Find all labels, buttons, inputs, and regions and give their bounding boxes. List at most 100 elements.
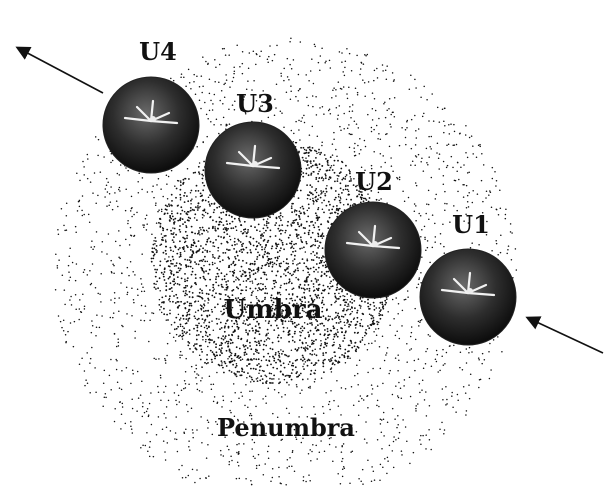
stipple-dot [488, 351, 490, 353]
stipple-dot [154, 253, 156, 255]
stipple-dot [90, 358, 92, 360]
stipple-dot [277, 327, 279, 329]
stipple-dot [289, 278, 291, 280]
stipple-dot [303, 246, 305, 248]
stipple-dot [267, 329, 269, 331]
stipple-dot [90, 246, 92, 248]
stipple-dot [214, 356, 216, 358]
stipple-dot [234, 218, 236, 220]
stipple-dot [241, 266, 243, 268]
stipple-dot [129, 244, 131, 246]
stipple-dot [173, 250, 175, 252]
stipple-dot [261, 120, 263, 122]
stipple-dot [261, 267, 263, 269]
stipple-dot [203, 185, 205, 187]
stipple-dot [201, 233, 203, 235]
stipple-dot [281, 396, 283, 398]
stipple-dot [324, 193, 326, 195]
stipple-dot [176, 262, 178, 264]
stipple-dot [217, 250, 219, 252]
stipple-dot [184, 279, 186, 281]
stipple-dot [333, 279, 335, 281]
stipple-dot [306, 260, 308, 262]
stipple-dot [335, 89, 337, 91]
stipple-dot [251, 484, 253, 486]
stipple-dot [411, 332, 413, 334]
crater-spot [252, 161, 258, 167]
stipple-dot [229, 349, 231, 351]
stipple-dot [398, 303, 400, 305]
stipple-dot [435, 194, 437, 196]
stipple-dot [313, 372, 315, 374]
stipple-dot [206, 241, 208, 243]
stipple-dot [278, 341, 280, 343]
stipple-dot [213, 341, 215, 343]
stipple-dot [198, 374, 200, 376]
stipple-dot [235, 367, 237, 369]
stipple-dot [261, 289, 263, 291]
stipple-dot [214, 257, 216, 259]
stipple-dot [155, 359, 157, 361]
stipple-dot [302, 176, 304, 178]
stipple-dot [334, 351, 336, 353]
stipple-dot [199, 173, 201, 175]
stipple-dot [333, 164, 335, 166]
stipple-dot [241, 289, 243, 291]
stipple-dot [199, 478, 201, 480]
stipple-dot [319, 262, 321, 264]
stipple-dot [131, 207, 133, 209]
stipple-dot [442, 108, 444, 110]
stipple-dot [344, 314, 346, 316]
stipple-dot [444, 429, 446, 431]
stipple-dot [328, 404, 330, 406]
stipple-dot [125, 239, 127, 241]
stipple-dot [299, 88, 301, 90]
stipple-dot [466, 207, 468, 209]
stipple-dot [91, 320, 93, 322]
stipple-dot [70, 296, 72, 298]
stipple-dot [313, 267, 315, 269]
crater-spot [150, 116, 156, 122]
stipple-dot [241, 368, 243, 370]
stipple-dot [293, 288, 295, 290]
stipple-dot [306, 243, 308, 245]
stipple-dot [425, 391, 427, 393]
stipple-dot [244, 405, 246, 407]
stipple-dot [343, 204, 345, 206]
stipple-dot [194, 315, 196, 317]
stipple-dot [222, 335, 224, 337]
stipple-dot [178, 314, 180, 316]
stipple-dot [299, 248, 301, 250]
stipple-dot [330, 368, 332, 370]
stipple-dot [341, 289, 343, 291]
stipple-dot [142, 445, 144, 447]
stipple-dot [251, 377, 253, 379]
stipple-dot [404, 201, 406, 203]
stipple-dot [161, 312, 163, 314]
stipple-dot [282, 242, 284, 244]
stipple-dot [272, 367, 274, 369]
penumbra-label: Penumbra [217, 413, 355, 442]
stipple-dot [207, 118, 209, 120]
stipple-dot [420, 443, 422, 445]
stipple-dot [165, 459, 167, 461]
stipple-dot [211, 203, 213, 205]
stipple-dot [315, 278, 317, 280]
stipple-dot [159, 299, 161, 301]
stipple-dot [79, 200, 81, 202]
stipple-dot [428, 334, 430, 336]
stipple-dot [333, 138, 335, 140]
stipple-dot [448, 144, 450, 146]
stipple-dot [310, 330, 312, 332]
stipple-dot [381, 419, 383, 421]
stipple-dot [155, 272, 157, 274]
stipple-dot [243, 443, 245, 445]
stipple-dot [313, 286, 315, 288]
stipple-dot [306, 277, 308, 279]
stipple-dot [342, 476, 344, 478]
stipple-dot [169, 309, 171, 311]
stipple-dot [347, 127, 349, 129]
stipple-dot [309, 184, 311, 186]
stipple-dot [164, 358, 166, 360]
stipple-dot [446, 352, 448, 354]
